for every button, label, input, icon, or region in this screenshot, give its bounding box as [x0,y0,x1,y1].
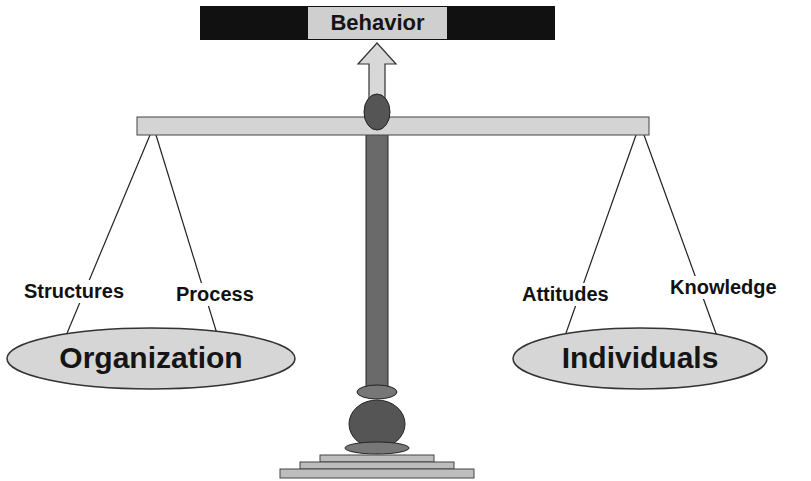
string-label: Knowledge [668,276,779,299]
base-step [300,462,454,469]
base-knob [349,400,405,448]
pan-string [560,135,636,350]
string-label: Structures [22,280,126,303]
string-label: Attitudes [520,283,611,306]
pan-string [60,135,150,350]
organization-pan: Organization [6,327,296,390]
node-label: Individuals [562,341,719,376]
node-label: Organization [59,341,242,376]
string-label: Process [174,283,256,306]
pan-ellipse [513,328,767,389]
pan-string [644,135,722,350]
scale-beam [137,117,649,135]
individuals-pan: Individuals [512,327,768,390]
node-label: Behavior [330,10,424,35]
pivot-knob [364,94,390,130]
post-collar [357,385,397,399]
pan-string [156,135,222,350]
pan-ellipse [7,328,295,389]
behavior-box: Behavior [308,7,447,39]
scale-post [366,134,388,392]
up-arrow [358,43,396,100]
base-step [320,455,434,462]
base-ring [345,442,409,454]
label-box [308,7,447,39]
base-step [280,469,474,478]
top-bar [200,6,555,40]
